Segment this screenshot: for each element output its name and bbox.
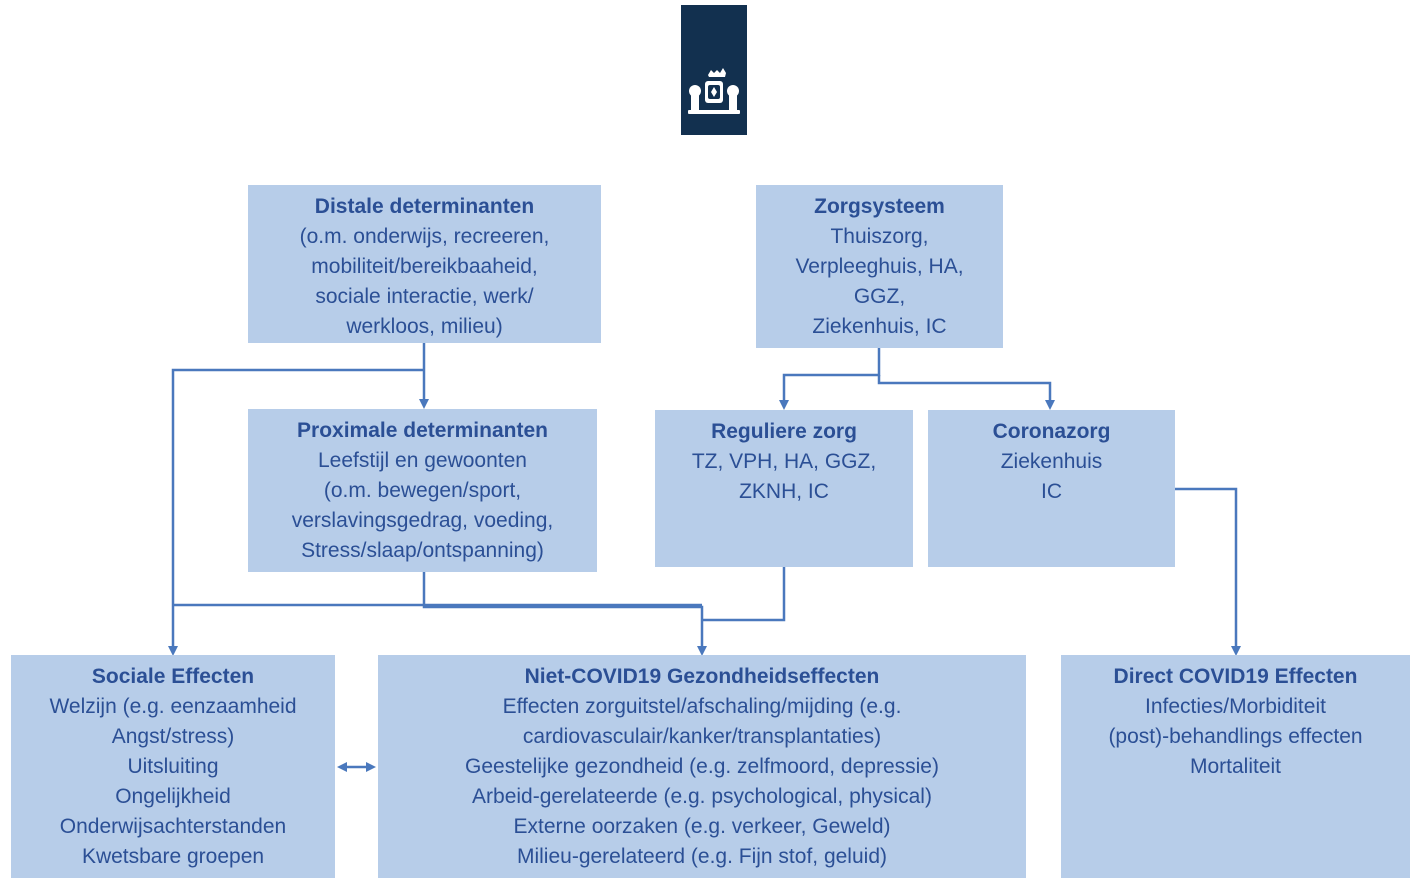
coat-of-arms-icon	[688, 68, 740, 114]
box-title: Distale determinanten	[314, 195, 535, 218]
box-line: GGZ,	[853, 285, 906, 308]
arrow-corona-to-directcovid	[1175, 487, 1241, 656]
box-title: Coronazorg	[992, 420, 1111, 443]
box-direct-covid19-effecten: Direct COVID19 Effecten Infecties/Morbid…	[1061, 655, 1410, 878]
box-line: Verpleeghuis, HA,	[795, 255, 964, 278]
box-line: Thuiszorg,	[830, 225, 929, 248]
box-line: Ziekenhuis, IC	[812, 315, 947, 338]
box-line: Kwetsbare groepen	[81, 845, 265, 868]
box-line: Geestelijke gezondheid (e.g. zelfmoord, …	[465, 755, 939, 778]
box-line: mobiliteit/bereikbaaheid,	[311, 255, 538, 278]
arrow-regulier-to-nietcovid	[702, 567, 786, 622]
box-line: cardiovasculair/kanker/transplantaties)	[522, 725, 882, 748]
box-line: Externe oorzaken (e.g. verkeer, Geweld)	[513, 815, 891, 838]
box-line: Stress/slaap/ontspanning)	[301, 539, 544, 562]
box-line: verslavingsgedrag, voeding,	[291, 509, 554, 532]
box-title: Proximale determinanten	[297, 419, 548, 442]
box-line: IC	[1041, 480, 1062, 503]
box-line: Effecten zorguitstel/afschaling/mijding …	[502, 695, 902, 718]
box-line: Uitsluiting	[127, 755, 219, 778]
box-line: (post)-behandlings effecten	[1108, 725, 1363, 748]
box-sociale-effecten: Sociale Effecten Welzijn (e.g. eenzaamhe…	[11, 655, 335, 878]
box-line: Arbeid-gerelateerde (e.g. psychological,…	[472, 785, 932, 808]
box-line: (o.m. onderwijs, recreeren,	[299, 225, 550, 248]
box-line: TZ, VPH, HA, GGZ,	[691, 450, 877, 473]
box-line: Onderwijsachterstanden	[59, 815, 287, 838]
box-title: Zorgsysteem	[814, 195, 945, 218]
box-line: Angst/stress)	[111, 725, 235, 748]
box-line: Leefstijl en gewoonten	[318, 449, 527, 472]
box-line: Mortaliteit	[1189, 755, 1282, 778]
box-line: (o.m. bewegen/sport,	[323, 479, 522, 502]
box-line: Ongelijkheid	[115, 785, 231, 808]
box-title: Direct COVID19 Effecten	[1113, 665, 1358, 688]
arrow-zorg-to-regulier	[779, 348, 881, 410]
box-zorgsysteem: Zorgsysteem Thuiszorg, Verpleeghuis, HA,…	[756, 185, 1003, 348]
box-line: Infecties/Morbiditeit	[1145, 695, 1326, 718]
box-title: Sociale Effecten	[91, 665, 255, 688]
box-niet-covid19-gezondheidseffecten: Niet-COVID19 Gezondheidseffecten Effecte…	[378, 655, 1026, 878]
box-reguliere-zorg: Reguliere zorg TZ, VPH, HA, GGZ, ZKNH, I…	[655, 410, 913, 567]
rijksoverheid-logo	[681, 5, 747, 135]
box-line: Ziekenhuis	[1000, 450, 1103, 473]
arrow-distal-to-sociaal	[168, 368, 424, 656]
box-line: sociale interactie, werk/	[315, 285, 534, 308]
box-proximale-determinanten: Proximale determinanten Leefstijl en gew…	[248, 409, 597, 572]
box-distale-determinanten: Distale determinanten (o.m. onderwijs, r…	[248, 185, 601, 343]
box-line: ZKNH, IC	[739, 480, 829, 503]
box-title: Reguliere zorg	[711, 420, 857, 443]
box-line: Milieu-gerelateerd (e.g. Fijn stof, gelu…	[516, 845, 887, 868]
box-line: werkloos, milieu)	[346, 315, 503, 338]
box-line: Welzijn (e.g. eenzaamheid	[49, 695, 297, 718]
arrow-proximal-to-nietcovid	[422, 572, 707, 656]
box-title: Niet-COVID19 Gezondheidseffecten	[524, 665, 880, 688]
box-coronazorg: Coronazorg Ziekenhuis IC	[928, 410, 1175, 567]
arrow-zorg-to-corona	[877, 375, 1055, 410]
